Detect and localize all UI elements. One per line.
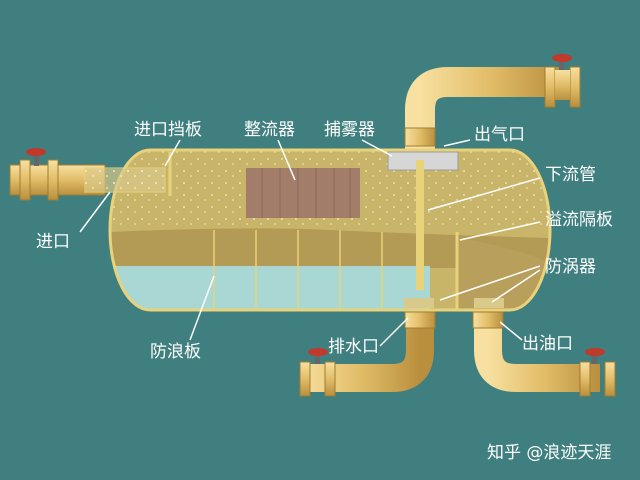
oil-layer [110,228,550,268]
label-wave-breaker: 防浪板 [150,342,201,362]
label-flow-straightener: 整流器 [244,120,295,140]
vortex-breaker-water [404,298,434,308]
vessel-interior [110,150,550,310]
label-inlet-baffle: 进口挡板 [134,120,202,140]
flow-straightener [246,168,360,218]
oil-outlet-pipe [472,310,616,397]
label-gas-outlet: 出气口 [474,125,525,145]
vortex-breaker-oil [474,298,504,308]
label-overflow-weir: 溢流隔板 [545,210,613,230]
oil-valve-icon [585,348,605,364]
inlet-valve-icon [26,148,46,166]
wave-breakers [213,230,383,308]
label-water-outlet: 排水口 [328,337,379,357]
downcomer [416,160,424,290]
label-downcomer: 下流管 [545,165,596,185]
leader-lines [79,139,541,347]
gas-valve-icon [552,54,572,70]
water-valve-icon [308,348,328,364]
vessel-shell [108,148,552,312]
label-inlet: 进口 [36,232,70,252]
gas-outlet-pipe [404,66,581,150]
water-layer [110,266,430,310]
watermark: 知乎 @浪迹天涯 [487,443,611,463]
label-mist-eliminator: 捕雾器 [324,120,375,140]
water-outlet-pipe [299,310,436,397]
oil-chamber [457,238,550,310]
label-oil-outlet: 出油口 [522,334,573,354]
label-vortex-breaker: 防涡器 [545,257,596,277]
